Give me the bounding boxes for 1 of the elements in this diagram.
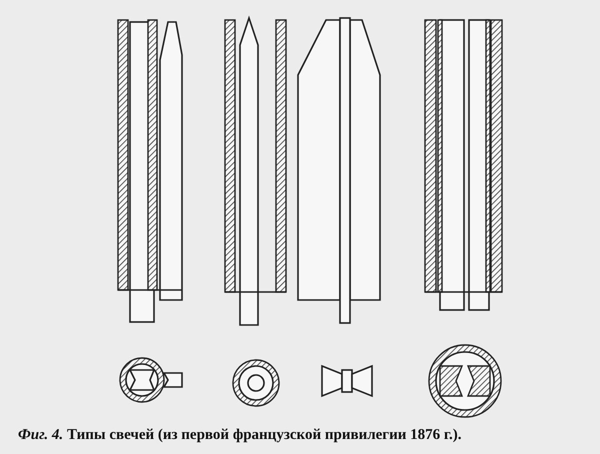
figure-caption: Фиг. 4. Типы свечей (из первой французской привилегии 1876 г.). bbox=[18, 426, 463, 445]
